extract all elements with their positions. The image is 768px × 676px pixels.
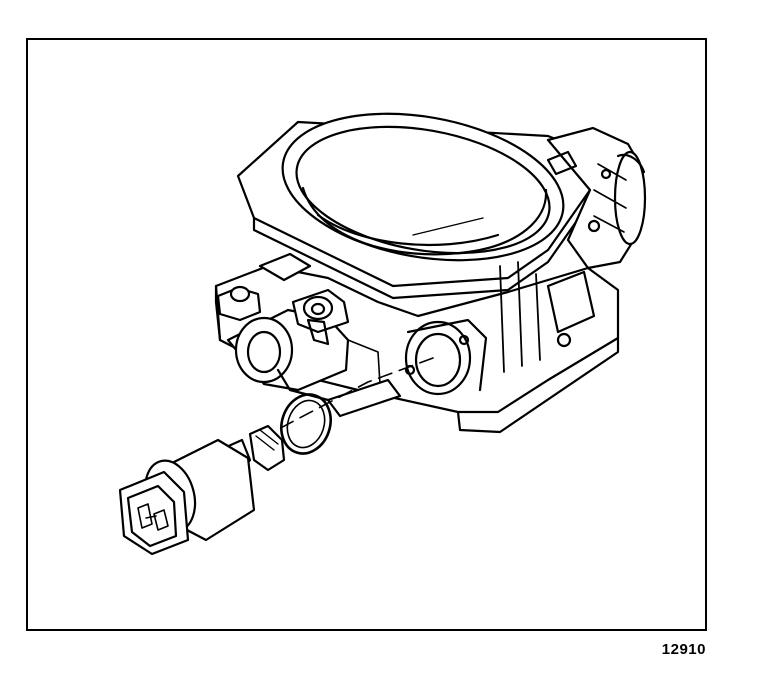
coolant-ports: [216, 285, 350, 392]
iac-valve-bore: [404, 318, 488, 396]
o-ring: [280, 393, 332, 455]
figure-number: 12910: [661, 641, 706, 658]
throttle-bore: [281, 112, 565, 262]
alignment-line: [272, 357, 434, 433]
throttle-body-illustration: [118, 112, 647, 556]
throttle-body: [214, 112, 647, 434]
iac-valve: [118, 424, 286, 556]
illustration-frame: [26, 38, 707, 631]
tps-housing: [546, 126, 647, 270]
